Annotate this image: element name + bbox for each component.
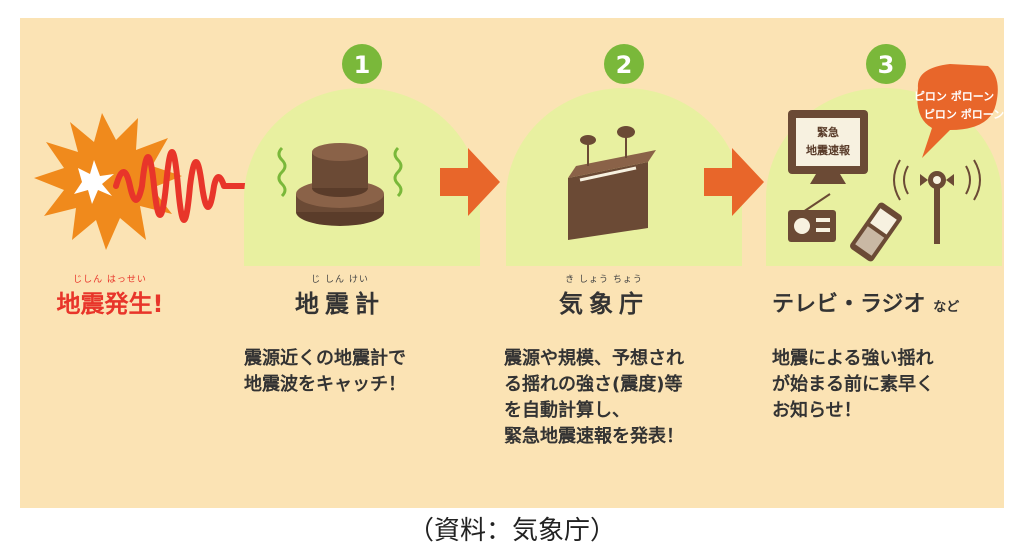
seismic-wave-icon <box>113 149 255 223</box>
source-caption: （資料：気象庁） <box>407 516 616 546</box>
earthquake-burst-icon <box>34 113 182 250</box>
step-3-label-suffix: など <box>933 300 960 315</box>
bubble-line-2: ピロン ポローン <box>924 107 1004 121</box>
building-icon <box>568 126 656 240</box>
diagram-artwork: ピロン ポローン ピロン ポローン 緊急 地震速報 <box>34 44 1004 266</box>
origin-ruby: じしん はっせい <box>73 275 147 285</box>
step-2-ruby: き しょう ちょう <box>565 275 643 285</box>
step-1-ruby: じ しん けい <box>311 275 369 285</box>
speech-bubble: ピロン ポローン ピロン ポローン <box>914 64 1004 158</box>
step-3-label-group: テレビ・ラジオ など <box>772 286 1002 318</box>
step-1-label: 地震計 <box>295 290 385 318</box>
mobile-phone-icon <box>850 202 902 262</box>
step-2-description: 震源や規模、予想され る揺れの強さ(震度)等 を自動計算し、 緊急地震速報を発表… <box>504 348 684 447</box>
step-1-badge: 1 <box>342 44 382 84</box>
origin-label: 地震発生! <box>56 290 164 318</box>
step-3-badge: 3 <box>866 44 906 84</box>
step-3-label: テレビ・ラジオ <box>772 292 926 317</box>
step-3-description: 地震による強い揺れ が始まる前に素早く お知らせ！ <box>772 348 934 421</box>
tv-icon: 緊急 地震速報 <box>788 110 868 184</box>
tv-text-2: 地震速報 <box>806 143 851 157</box>
radio-icon <box>788 193 836 242</box>
step-1-description: 震源近くの地震計で 地震波をキャッチ！ <box>244 348 406 395</box>
bubble-line-1: ピロン ポローン <box>914 89 994 103</box>
arrow-2-icon <box>704 148 764 216</box>
loudspeaker-icon <box>893 159 981 244</box>
step-3-number: 3 <box>878 51 895 79</box>
step-2-label: 気象庁 <box>559 290 649 318</box>
seismometer-icon <box>277 143 403 226</box>
step-1-number: 1 <box>354 51 371 79</box>
diagram-panel: ピロン ポローン ピロン ポローン 緊急 地震速報 <box>20 18 1004 508</box>
step-2-number: 2 <box>616 51 633 79</box>
tv-text-1: 緊急 <box>817 125 839 139</box>
arrow-1-icon <box>440 148 500 216</box>
step-2-badge: 2 <box>604 44 644 84</box>
